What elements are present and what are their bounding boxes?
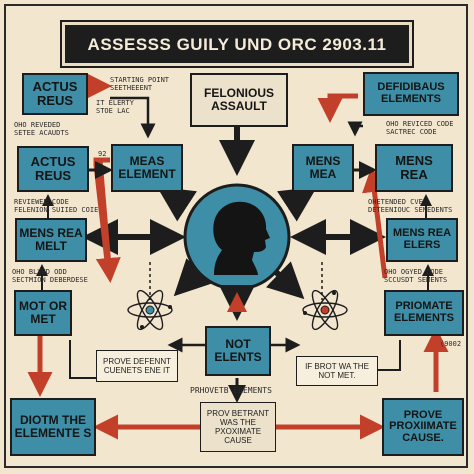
connector-starting xyxy=(110,96,156,139)
box-mens-rea-melt: MENS REA MELT xyxy=(15,218,87,262)
box-actus-reus-mid-label: ACTUS REUS xyxy=(30,154,76,183)
note-ohetended: OHETENDED CVE DETEENIOUC SENEDENTS xyxy=(368,198,453,215)
atom-icon-right xyxy=(302,289,348,331)
box-actus-reus-top-label: ACTUS REUS xyxy=(32,79,78,108)
atom-icon-left xyxy=(127,289,173,331)
note-reviewed-code-left: REVIEWED CODE FELENION SUIIED COIE xyxy=(14,198,99,215)
note-ohio-ogyed: OHO OGYED CODE SCCUSDT SEMENTS xyxy=(384,268,448,285)
box-defidibaus-label: DEFIDIBAUS ELEMENTS xyxy=(377,81,445,105)
box-meas-element: MEAS ELEMENT xyxy=(111,144,183,192)
box-felonious-assault: FELONIOUS ASSAULT xyxy=(190,73,288,127)
box-diotm-label: DIOTM THE ELEMENTE S xyxy=(14,413,92,440)
box-mot-or-met: MOT OR MET xyxy=(14,290,72,336)
arrow-center-atom-right xyxy=(265,261,305,300)
note-prov-betrant: PROV BETRANT WAS THE PXOXIMATE CAUSE xyxy=(200,402,276,452)
note-ohio-blyed: OHO BLYED ODD SECTMION DEBERDESE xyxy=(12,268,88,285)
box-priomate: PRIOMATE ELEMENTS xyxy=(384,290,464,336)
box-not-elements: NOT ELENTS xyxy=(205,326,271,376)
note-starting-point: STARTING POINT SEETHEEENT xyxy=(110,76,170,93)
box-defidibaus: DEFIDIBAUS ELEMENTS xyxy=(363,72,459,116)
note-num-92: 92 xyxy=(98,150,107,158)
note-if-brot-text: IF BROT WA THE NOT MET. xyxy=(305,362,369,380)
box-actus-reus-top: ACTUS REUS xyxy=(22,73,88,115)
arrow-center-atom-left xyxy=(173,258,212,297)
box-mens-rea-elers-label: MENS REA ELERS xyxy=(392,227,452,251)
connector-prio-note xyxy=(378,340,401,371)
red-arrow-right-up xyxy=(362,167,388,279)
arrow-center-mens xyxy=(277,186,318,222)
box-mens-rea-right-label: MENS REA xyxy=(395,153,433,182)
page-title: ASSESSS GUILY UND ORC 2903.11 xyxy=(87,35,387,54)
note-prove-defennt: PROVE DEFENNT CUENETS ENE IT xyxy=(96,350,178,382)
box-mens-mea: MENS MEA xyxy=(292,144,354,192)
note-ohio-reviewed: OHO REVEDED SETEE ACAUDTS xyxy=(14,121,69,138)
box-prove-proximate: PROVE PROXIIMATE CAUSE. xyxy=(382,398,464,456)
connector-defid xyxy=(347,121,363,137)
box-mens-rea-right: MENS REA xyxy=(375,144,453,192)
box-mot-or-met-label: MOT OR MET xyxy=(19,299,67,326)
note-prhovetb: PRHOVETB ELEMENTS xyxy=(190,386,272,395)
box-not-elements-label: NOT ELENTS xyxy=(214,337,262,364)
outer-frame xyxy=(4,4,468,468)
note-prove-defennt-text: PROVE DEFENNT CUENETS ENE IT xyxy=(102,357,171,375)
red-arrow-top-right xyxy=(317,93,358,123)
box-actus-reus-mid: ACTUS REUS xyxy=(17,146,89,192)
note-ohio-reviced: OHO REVICED CODE SACTREC CODE xyxy=(386,120,454,137)
note-num-0902: (9002 xyxy=(440,340,462,348)
arrow-center-meas xyxy=(156,186,197,222)
note-elerty: IT ELERTY STOE LAC xyxy=(96,99,134,116)
connector-mot-note xyxy=(69,340,96,379)
box-prove-proximate-label: PROVE PROXIIMATE CAUSE. xyxy=(389,408,457,444)
note-prov-betrant-text: PROV BETRANT WAS THE PXOXIMATE CAUSE xyxy=(206,409,270,445)
box-meas-element-label: MEAS ELEMENT xyxy=(118,154,176,181)
box-mens-rea-melt-label: MENS REA MELT xyxy=(19,226,83,253)
box-priomate-label: PRIOMATE ELEMENTS xyxy=(394,300,454,324)
box-felonious-assault-label: FELONIOUS ASSAULT xyxy=(203,86,274,113)
head-silhouette-icon xyxy=(213,201,270,275)
box-diotm: DIOTM THE ELEMENTE S xyxy=(10,398,96,456)
box-mens-rea-elers: MENS REA ELERS xyxy=(386,218,458,262)
note-if-brot: IF BROT WA THE NOT MET. xyxy=(296,356,378,386)
title-bar: ASSESSS GUILY UND ORC 2903.11 xyxy=(60,20,414,68)
red-arrow-left-down xyxy=(95,159,121,283)
box-mens-mea-label: MENS MEA xyxy=(305,154,341,181)
